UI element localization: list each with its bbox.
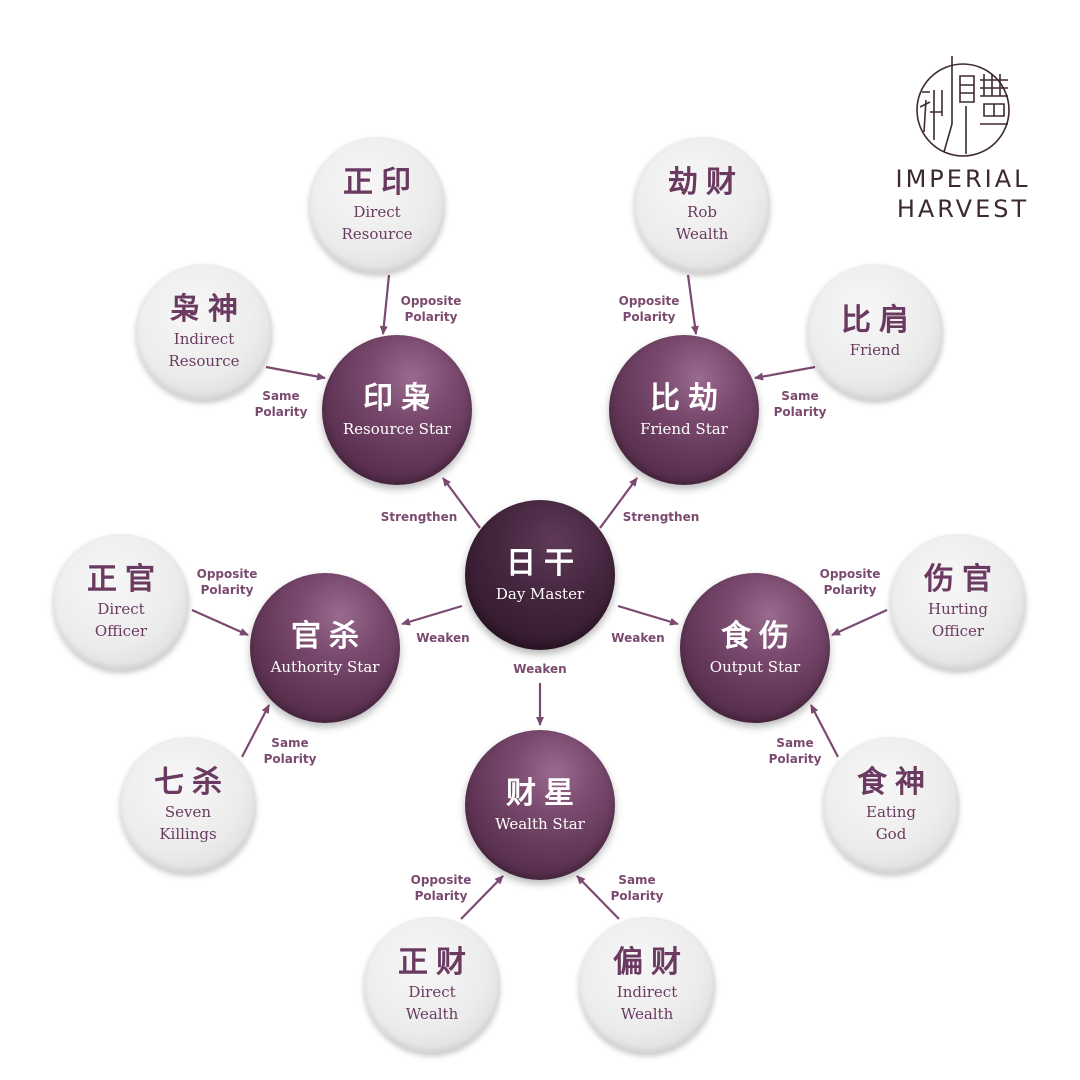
label-weaken-output: Weaken <box>611 631 665 645</box>
node-direct-officer[interactable]: 正官 Direct Officer <box>53 534 189 670</box>
node-resource-star[interactable]: 印枭 Resource Star <box>322 335 472 485</box>
arrow-direct-wealth <box>460 875 504 920</box>
direct-resource-label-2: Resource <box>341 225 413 243</box>
direct-wealth-label-1: Direct <box>408 983 456 1001</box>
arrow-rob-wealth <box>686 274 699 335</box>
friend-label-1: Friend <box>849 341 901 359</box>
indirect-resource-label-1: Indirect <box>173 330 235 348</box>
node-day-master[interactable]: 日干 Day Master <box>465 500 615 650</box>
authority-star-label: Authority Star <box>270 657 380 676</box>
node-output-star[interactable]: 食伤 Output Star <box>680 573 830 723</box>
node-direct-wealth[interactable]: 正财 Direct Wealth <box>364 917 500 1053</box>
indirect-resource-label-2: Resource <box>168 352 240 370</box>
arrow-weaken-output <box>617 604 679 626</box>
arrow-seven-killings <box>241 704 270 758</box>
hurting-officer-chinese: 伤官 <box>924 562 1000 597</box>
wealth-star-label: Wealth Star <box>495 814 585 833</box>
rob-wealth-chinese: 劫财 <box>668 165 744 200</box>
logo-mark-icon <box>916 56 1010 157</box>
hurting-officer-label-2: Officer <box>931 622 985 640</box>
eating-god-chinese: 食神 <box>857 765 933 800</box>
label-weaken-authority: Weaken <box>416 631 470 645</box>
arrow-direct-resource <box>379 274 391 335</box>
label-friend: Same Polarity <box>773 389 827 419</box>
indirect-wealth-label-2: Wealth <box>620 1005 674 1023</box>
indirect-wealth-chinese: 偏财 <box>613 945 689 980</box>
rob-wealth-label-1: Rob <box>687 203 717 221</box>
eating-god-label-1: Eating <box>866 803 916 821</box>
node-friend-star[interactable]: 比劫 Friend Star <box>609 335 759 485</box>
node-seven-killings[interactable]: 七杀 Seven Killings <box>120 737 256 873</box>
arrow-weaken-authority <box>401 604 463 626</box>
direct-officer-chinese: 正官 <box>87 562 163 597</box>
arrow-indirect-wealth <box>576 875 620 920</box>
wealth-star-chinese: 财星 <box>506 775 582 811</box>
direct-resource-label-1: Direct <box>353 203 401 221</box>
rob-wealth-label-2: Wealth <box>675 225 729 243</box>
node-rob-wealth[interactable]: 劫财 Rob Wealth <box>634 137 770 273</box>
direct-officer-label-1: Direct <box>97 600 145 618</box>
friend-star-chinese: 比劫 <box>650 380 726 416</box>
eating-god-label-2: God <box>875 825 907 843</box>
arrow-strengthen-friend <box>599 477 638 529</box>
node-wealth-star[interactable]: 财星 Wealth Star <box>465 730 615 880</box>
friend-star-label: Friend Star <box>640 419 728 438</box>
direct-wealth-chinese: 正财 <box>398 945 474 980</box>
indirect-wealth-label-1: Indirect <box>616 983 678 1001</box>
logo-line-1: IMPERIAL <box>895 165 1031 193</box>
arrow-indirect-resource <box>265 365 326 381</box>
arrow-strengthen-resource <box>442 477 481 529</box>
arrow-direct-officer <box>191 608 249 637</box>
node-eating-god[interactable]: 食神 Eating God <box>823 737 959 873</box>
label-seven-killings: Same Polarity <box>263 736 317 766</box>
node-direct-resource[interactable]: 正印 Direct Resource <box>309 137 445 273</box>
indirect-resource-chinese: 枭神 <box>170 292 246 327</box>
label-strengthen-friend: Strengthen <box>622 510 700 524</box>
node-friend[interactable]: 比肩 Friend <box>807 264 943 400</box>
direct-officer-label-2: Officer <box>94 622 148 640</box>
node-indirect-wealth[interactable]: 偏财 Indirect Wealth <box>579 917 715 1053</box>
node-hurting-officer[interactable]: 伤官 Hurting Officer <box>890 534 1026 670</box>
friend-chinese: 比肩 <box>841 303 917 338</box>
imperial-harvest-logo: IMPERIAL HARVEST <box>888 52 1038 222</box>
node-indirect-resource[interactable]: 枭神 Indirect Resource <box>136 264 272 400</box>
label-direct-resource: Opposite Polarity <box>400 294 462 324</box>
day-master-label: Day Master <box>495 584 585 603</box>
seven-killings-chinese: 七杀 <box>154 765 230 800</box>
arrow-friend <box>754 365 816 381</box>
label-weaken-wealth: Weaken <box>513 662 567 676</box>
day-master-chinese: 日干 <box>506 545 582 581</box>
direct-resource-chinese: 正印 <box>343 165 419 200</box>
label-rob-wealth: Opposite Polarity <box>618 294 680 324</box>
label-indirect-wealth: Same Polarity <box>610 873 664 903</box>
label-direct-officer: Opposite Polarity <box>196 567 258 597</box>
node-authority-star[interactable]: 官杀 Authority Star <box>250 573 400 723</box>
label-eating-god: Same Polarity <box>768 736 822 766</box>
label-hurting-officer: Opposite Polarity <box>819 567 881 597</box>
label-strengthen-resource: Strengthen <box>380 510 458 524</box>
arrow-eating-god <box>810 704 839 758</box>
hurting-officer-label-1: Hurting <box>928 600 988 618</box>
output-star-label: Output Star <box>709 657 801 676</box>
direct-wealth-label-2: Wealth <box>405 1005 459 1023</box>
resource-star-chinese: 印枭 <box>363 380 439 416</box>
arrow-hurting-officer <box>831 608 888 637</box>
seven-killings-label-1: Seven <box>164 803 212 821</box>
label-direct-wealth: Opposite Polarity <box>410 873 472 903</box>
seven-killings-label-2: Killings <box>159 825 217 843</box>
output-star-chinese: 食伤 <box>721 618 797 654</box>
label-indirect-resource: Same Polarity <box>254 389 308 419</box>
resource-star-label: Resource Star <box>342 419 452 438</box>
logo-line-2: HARVEST <box>896 195 1030 223</box>
authority-star-chinese: 官杀 <box>291 618 367 654</box>
